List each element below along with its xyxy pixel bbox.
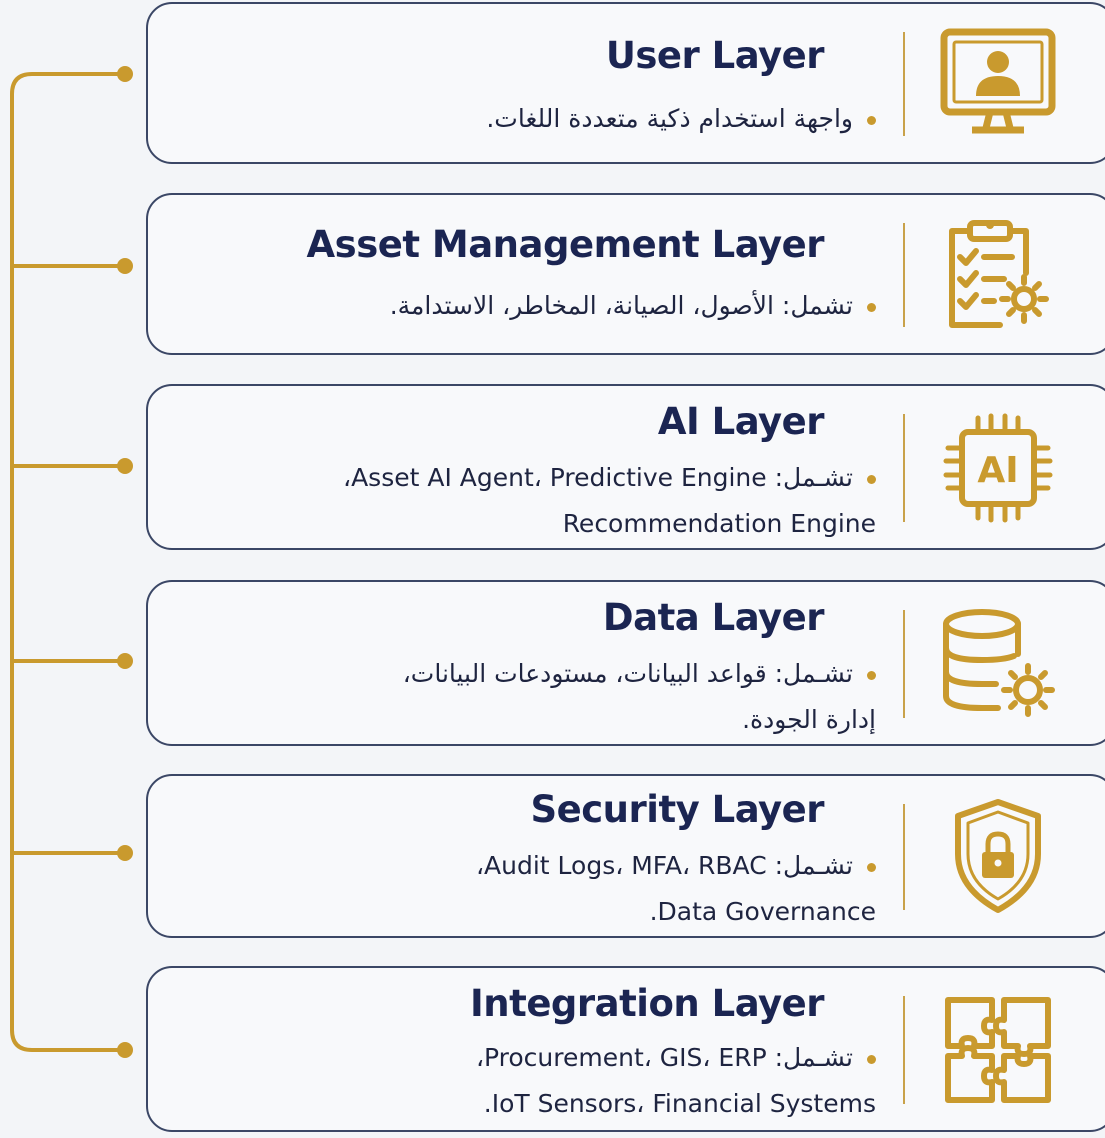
- layer-description: تشـمل: Asset AI Agent، Predictive Engine…: [343, 463, 876, 538]
- layer-title: AI Layer: [657, 400, 825, 443]
- layer-title: Asset Management Layer: [306, 223, 825, 266]
- layer-title: Integration Layer: [470, 982, 824, 1025]
- divider: [903, 996, 905, 1104]
- data-layer-card: Data Layer تشـمل: قواعد البيانات، مستودع…: [146, 580, 1105, 746]
- layer-description: تشـمل: قواعد البيانات، مستودعات البيانات…: [402, 659, 876, 734]
- bullet: [867, 115, 876, 125]
- bullet: [867, 670, 876, 680]
- monitor-user-icon: [938, 24, 1058, 144]
- connector-dot: [117, 66, 133, 82]
- clipboard-gear-icon: [938, 215, 1058, 335]
- divider: [903, 223, 905, 327]
- layer-description: واجهة استخدام ذكية متعددة اللغات.: [486, 96, 876, 142]
- svg-text:AI: AI: [977, 450, 1018, 491]
- asset-management-layer-card: Asset Management Layer تشمل: الأصول، الص…: [146, 193, 1105, 355]
- layer-description: تشـمل: Procurement، GIS، ERP،IoT Sensors…: [475, 1043, 876, 1118]
- bullet: [867, 862, 876, 872]
- layer-title: User Layer: [605, 34, 825, 77]
- puzzle-icon: [938, 990, 1058, 1110]
- divider: [903, 32, 905, 136]
- layer-title: Data Layer: [602, 596, 825, 639]
- integration-layer-card: Integration Layer تشـمل: Procurement، GI…: [146, 966, 1105, 1132]
- connector-dot: [117, 845, 133, 861]
- divider: [903, 804, 905, 910]
- database-gear-icon: [938, 604, 1058, 724]
- layer-description: تشـمل: Audit Logs، MFA، RBAC،Data Govern…: [475, 851, 876, 926]
- ai-layer-card: AI Layer تشـمل: Asset AI Agent، Predicti…: [146, 384, 1105, 550]
- bullet: [867, 1054, 876, 1064]
- shield-lock-icon: [938, 796, 1058, 916]
- connector-dot: [117, 258, 133, 274]
- connector-dot: [117, 653, 133, 669]
- divider: [903, 414, 905, 522]
- connector-dot: [117, 1042, 133, 1058]
- bullet: [867, 302, 876, 312]
- divider: [903, 610, 905, 718]
- user-layer-card: User Layer واجهة استخدام ذكية متعددة الل…: [146, 2, 1105, 164]
- bullet: [867, 474, 876, 484]
- layer-title: Security Layer: [530, 788, 825, 831]
- layer-description: تشمل: الأصول، الصيانة، المخاطر، الاستدام…: [390, 283, 876, 329]
- security-layer-card: Security Layer تشـمل: Audit Logs، MFA، R…: [146, 774, 1105, 938]
- ai-chip-icon: AI: [938, 408, 1058, 528]
- connector-dot: [117, 458, 133, 474]
